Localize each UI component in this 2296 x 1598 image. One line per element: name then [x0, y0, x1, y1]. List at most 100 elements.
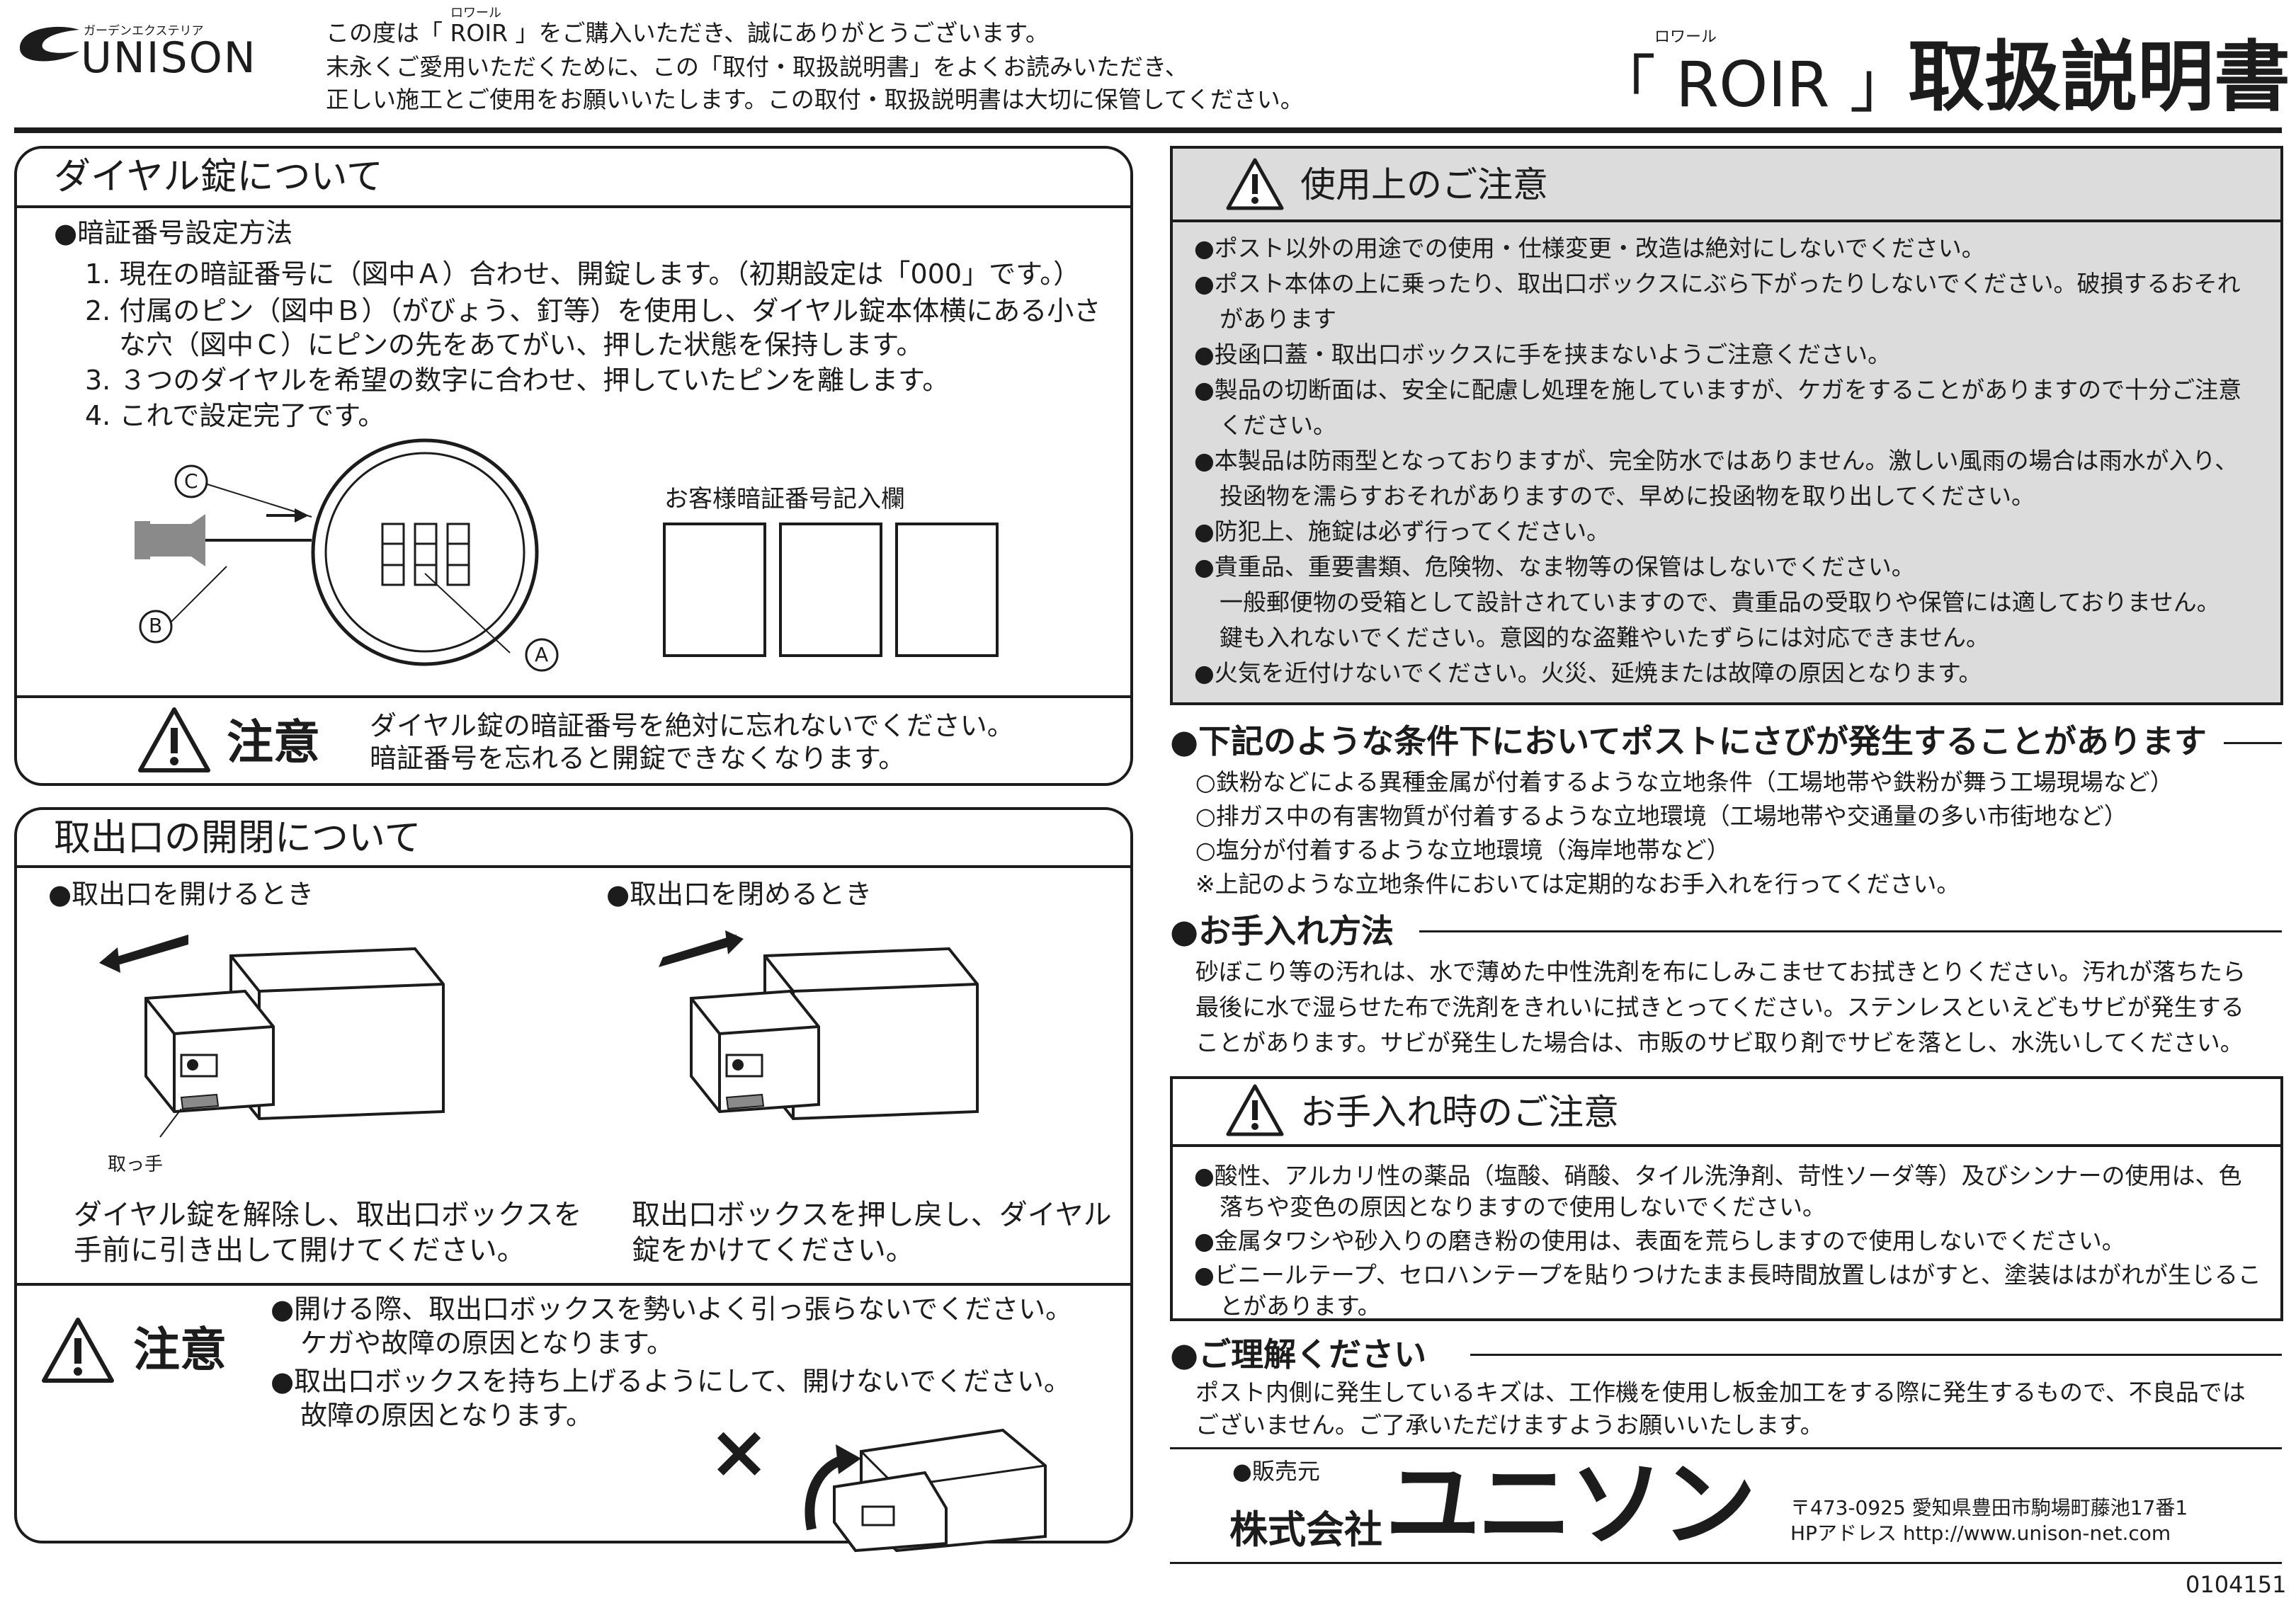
doc-number: 0104151 — [2186, 1571, 2287, 1598]
close-drawer-illustration — [659, 930, 979, 1121]
opening-caution-line-2: ケガや故障の原因となります。 — [300, 1328, 674, 1359]
opening-caution-line-3: ●取出口ボックスを持ち上げるようにして、開けないでください。 — [271, 1366, 1071, 1397]
usage-line-12: 鍵も入れないでください。意図的な盗難やいたずらには対応できません。 — [1220, 624, 1990, 651]
care-caution-line-3: ●金属タワシや砂入りの磨き粉の使用は、表面を荒らしますので使用しないでください。 — [1194, 1227, 2125, 1255]
usage-line-2: ●ポスト本体の上に乗ったり、取出口ボックスにぶら下がったりしないでください。破損… — [1194, 270, 2241, 297]
dial-title-rule — [17, 205, 1130, 208]
memo-box-1[interactable] — [663, 523, 766, 657]
understand-line-2: ございません。ご了承いただけますようお願いいたします。 — [1195, 1411, 1824, 1439]
title-main: 取扱説明書 — [1908, 33, 2291, 122]
usage-line-7: ●本製品は防雨型となっておりますが、完全防水ではありません。激しい風雨の場合は雨… — [1194, 447, 2239, 474]
title-ruby: ロワール — [1654, 28, 1717, 46]
understand-line-1: ポスト内側に発生しているキズは、工作機を使用し板金加工をする際に発生するもので、… — [1195, 1379, 2246, 1406]
usage-caution-section — [1170, 146, 2283, 705]
rust-heading: ●下記のような条件下においてポストにさびが発生することがあります — [1170, 722, 2207, 760]
usage-line-13: ●火気を近付けないでください。火災、延焼または故障の原因となります。 — [1194, 659, 1982, 687]
rust-line-4: ※上記のような立地条件においては定期的なお手入れを行ってください。 — [1195, 870, 1960, 898]
care-caution-rule — [1173, 1144, 2280, 1147]
step-2-cont: な穴（図中Ｃ）にピンの先をあてがい、押した状態を保持します。 — [119, 329, 923, 360]
label-c: C — [184, 469, 198, 493]
company-name: ユニソン — [1385, 1449, 1756, 1560]
close-desc-line-1: 取出口ボックスを押し戻し、ダイヤル — [632, 1199, 1112, 1231]
memo-label: お客様暗証番号記入欄 — [664, 485, 905, 513]
usage-line-11: 一般郵便物の受箱として設計されていますので、貴重品の受取りや保管には適しておりま… — [1220, 588, 2220, 616]
understand-heading: ●ご理解ください — [1170, 1335, 1427, 1374]
usage-line-4: ●投函口蓋・取出口ボックスに手を挟まないようご注意ください。 — [1194, 341, 1892, 368]
care-caution-section — [1170, 1076, 2283, 1321]
care-heading-rule — [1419, 930, 2282, 932]
method-heading: ●暗証番号設定方法 — [54, 217, 293, 249]
care-line-1: 砂ぼこり等の汚れは、水で薄めた中性洗剤を布にしみこませてお拭きとりください。汚れ… — [1195, 958, 2246, 986]
company-prefix: 株式会社 — [1229, 1507, 1382, 1552]
dial-caution-rule — [17, 695, 1130, 698]
rust-line-2: ○排ガス中の有害物質が付着するような立地環境（工場地帯や交通量の多い市街地など） — [1195, 802, 2127, 830]
seller-hp: HPアドレス http://www.unison-net.com — [1790, 1522, 2171, 1545]
x-mark: × — [708, 1408, 771, 1495]
rust-heading-rule — [2224, 742, 2282, 744]
usage-line-6: ください。 — [1220, 411, 1336, 439]
care-line-2: 最後に水で湿らせた布で洗剤をきれいに拭きとってください。ステンレスといえどもサビ… — [1195, 993, 2244, 1021]
intro-ruby: ロワール — [450, 6, 501, 21]
warning-icon — [1226, 158, 1284, 210]
opening-caution-line-1: ●開ける際、取出口ボックスを勢いよく引っ張らないでください。 — [271, 1294, 1073, 1325]
step-2: 2. 付属のピン（図中Ｂ）（がびょう、釘等）を使用し、ダイヤル錠本体横にある小さ — [85, 295, 1101, 326]
close-desc-line-2: 錠をかけてください。 — [632, 1234, 914, 1267]
opening-title: 取出口の開閉について — [54, 817, 421, 860]
care-caution-line-5: とがあります。 — [1220, 1292, 1381, 1320]
warning-icon — [1226, 1084, 1284, 1136]
usage-line-9: ●防犯上、施錠は必ず行ってください。 — [1194, 518, 1610, 545]
warning-icon — [138, 707, 210, 772]
unison-logo-mark-icon — [20, 26, 79, 62]
intro-line-1: この度は「 ROIR 」をご購入いただき、誠にありがとうございます。 — [326, 19, 1049, 47]
care-line-3: ことがあります。サビが発生した場合は、市販のサビ取り剤でサビを落とし、水洗いして… — [1195, 1029, 2244, 1056]
open-drawer-illustration — [99, 935, 445, 1138]
rust-line-3: ○塩分が付着するような立地環境（海岸地帯など） — [1195, 836, 1730, 864]
opening-caution-word: 注意 — [133, 1323, 227, 1377]
open-heading: ●取出口を開けるとき — [48, 879, 314, 910]
dial-caution-word: 注意 — [227, 715, 320, 770]
dial-lock-title: ダイヤル錠について — [54, 156, 383, 198]
usage-line-8: 投函物を濡らすおそれがありますので、早めに投函物を取り出してください。 — [1220, 482, 2035, 510]
open-desc-line-1: ダイヤル錠を解除し、取出口ボックスを — [74, 1199, 582, 1231]
open-desc-line-2: 手前に引き出して開けてください。 — [74, 1234, 525, 1267]
intro-line-2: 末永くご愛用いただくために、この「取付・取扱説明書」をよくお読みいただき、 — [326, 53, 1188, 81]
dial-caution-line-2: 暗証番号を忘れると開錠できなくなります。 — [370, 743, 906, 774]
close-heading: ●取出口を閉めるとき — [606, 879, 873, 910]
dial-caution-line-1: ダイヤル錠の暗証番号を絶対に忘れないでください。 — [370, 710, 1014, 741]
dial-lock-section — [14, 146, 1133, 786]
seller-label: ●販売元 — [1232, 1458, 1320, 1485]
care-caution-line-4: ●ビニールテープ、セロハンテープを貼りつけたまま長時間放置しはがすと、塗装ははが… — [1194, 1261, 2261, 1289]
lift-drawer-illustration — [805, 1428, 1047, 1553]
brand-name: UNISON — [81, 33, 257, 83]
step-1: 1. 現在の暗証番号に（図中Ａ）合わせ、開錠します。（初期設定は「000」です。… — [85, 258, 1081, 290]
opening-section — [14, 807, 1133, 1543]
usage-line-10: ●貴重品、重要書類、危険物、なま物等の保管はしないでください。 — [1194, 553, 1915, 581]
label-b: B — [149, 614, 163, 637]
opening-title-rule — [17, 865, 1130, 868]
step-3: 3. ３つのダイヤルを希望の数字に合わせ、押していたピンを離します。 — [85, 365, 950, 396]
memo-box-2[interactable] — [779, 523, 882, 657]
opening-caution-line-4: 故障の原因となります。 — [300, 1400, 593, 1431]
intro-line-3: 正しい施工とご使用をお願いいたします。この取付・取扱説明書は大切に保管してくださ… — [326, 86, 1304, 113]
opening-caution-rule — [17, 1283, 1130, 1286]
care-heading: ●お手入れ方法 — [1170, 912, 1394, 950]
usage-line-1: ●ポスト以外の用途での使用・仕様変更・改造は絶対にしないでください。 — [1194, 234, 1985, 262]
brand-tagline: ガーデンエクステリア — [84, 24, 204, 38]
footer-rule-bottom — [1170, 1562, 2282, 1564]
understand-heading-rule — [1470, 1354, 2282, 1356]
usage-title: 使用上のご注意 — [1300, 164, 1548, 205]
warning-icon — [42, 1318, 114, 1383]
label-a: A — [535, 643, 549, 666]
rust-line-1: ○鉄粉などによる異種金属が付着するような立地条件（工場地帯や鉄粉が舞う工場現場な… — [1195, 768, 2173, 796]
dial-lock-illustration — [135, 438, 559, 672]
footer-rule-top — [1170, 1447, 2282, 1449]
header-rule — [14, 127, 2282, 133]
handle-label: 取っ手 — [108, 1154, 164, 1175]
memo-box-3[interactable] — [895, 523, 999, 657]
step-4: 4. これで設定完了です。 — [85, 400, 385, 431]
seller-address: 〒473-0925 愛知県豊田市駒場町藤池17番1 — [1790, 1496, 2188, 1519]
care-caution-line-2: 落ちや変色の原因となりますので使用しないでください。 — [1220, 1193, 1826, 1221]
title-product: 「 ROIR 」 — [1593, 48, 1912, 121]
care-caution-line-1: ●酸性、アルカリ性の薬品（塩酸、硝酸、タイル洗浄剤、苛性ソーダ等）及びシンナーの… — [1194, 1162, 2242, 1189]
usage-line-3: があります — [1220, 305, 1336, 333]
